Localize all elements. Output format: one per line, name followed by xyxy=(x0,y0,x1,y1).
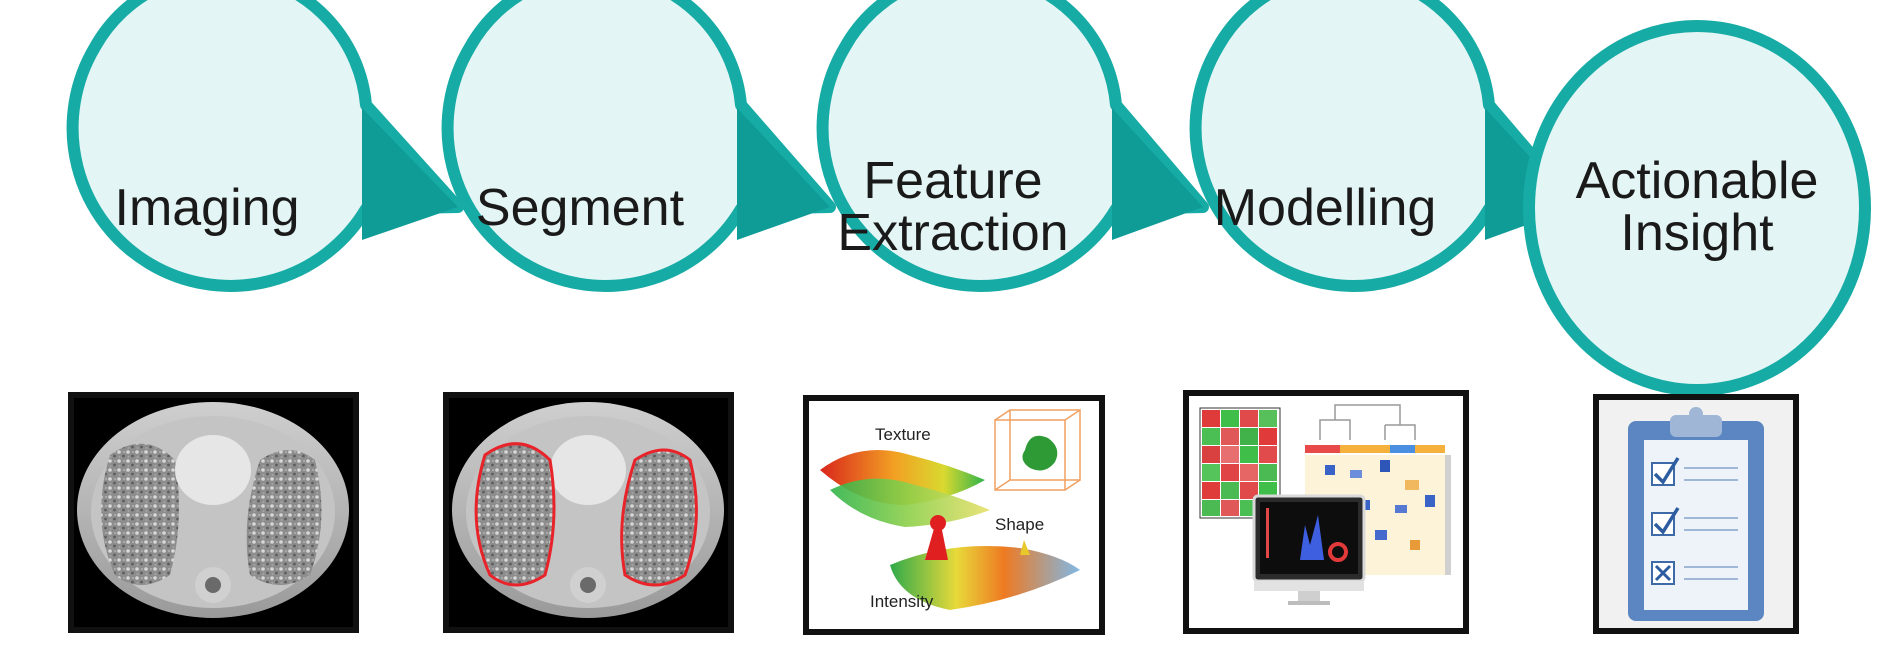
step-modelling: Modelling xyxy=(1189,0,1582,292)
step-segment-arrow-icon xyxy=(737,108,830,240)
step-feature-extraction-label-line1: Feature xyxy=(863,152,1042,210)
intensity-label: Intensity xyxy=(870,592,934,611)
step-actionable-insight-label-line2: Insight xyxy=(1620,204,1774,262)
clipboard-checklist-image xyxy=(1593,394,1799,634)
segmented-ct-image xyxy=(443,392,734,633)
step-segment: Segment xyxy=(441,0,836,292)
texture-label: Texture xyxy=(875,425,931,444)
step-imaging-arrow-icon xyxy=(362,108,458,240)
intensity-surface xyxy=(890,546,1080,610)
step-feature-extraction: Feature Extraction xyxy=(816,0,1209,292)
modelling-image xyxy=(1183,390,1469,634)
step-actionable-insight-label-line1: Actionable xyxy=(1576,152,1819,210)
step-feature-extraction-arrow-icon xyxy=(1112,108,1203,240)
step-actionable-insight: Actionable Insight xyxy=(1523,20,1871,396)
shape-label: Shape xyxy=(995,515,1044,534)
step-feature-extraction-label-line2: Extraction xyxy=(837,204,1068,262)
segment-outline-left xyxy=(474,442,556,587)
segment-outline-right xyxy=(620,448,698,587)
feature-extraction-image: Texture Shape Intensity xyxy=(803,395,1105,635)
ct-scan-image xyxy=(68,392,359,633)
shape-cube xyxy=(994,409,1081,491)
checkbox-checked-icon xyxy=(1651,507,1738,536)
step-imaging-label: Imaging xyxy=(115,179,300,237)
step-modelling-shape xyxy=(1189,0,1582,292)
step-segment-label: Segment xyxy=(476,179,685,237)
step-modelling-label: Modelling xyxy=(1214,179,1437,237)
step-imaging-shape xyxy=(66,0,464,292)
monitor-icon xyxy=(1252,494,1366,605)
step-imaging: Imaging xyxy=(66,0,464,292)
step-segment-shape xyxy=(441,0,836,292)
checkbox-crossed-icon xyxy=(1651,561,1738,585)
step-actionable-insight-shape xyxy=(1523,20,1871,396)
checkbox-checked-icon xyxy=(1651,457,1738,486)
step-feature-extraction-shape xyxy=(816,0,1209,292)
